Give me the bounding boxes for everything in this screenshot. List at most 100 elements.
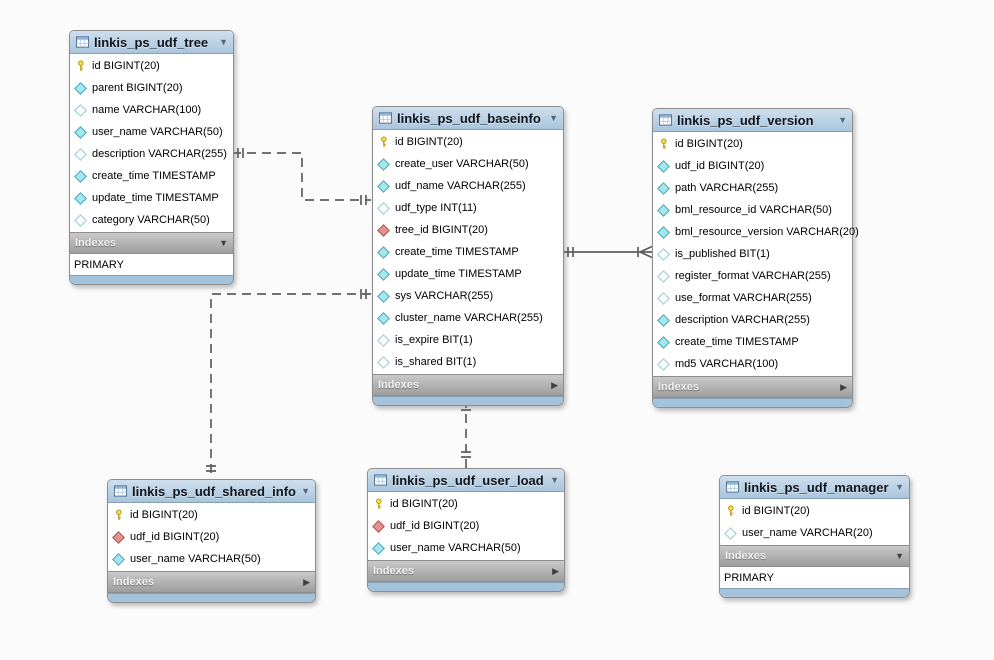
column-row[interactable]: description VARCHAR(255) xyxy=(653,309,852,331)
primary-key-icon xyxy=(74,60,87,73)
column-row[interactable]: update_time TIMESTAMP xyxy=(70,187,233,209)
column-row[interactable]: sys VARCHAR(255) xyxy=(373,285,563,307)
column-row[interactable]: udf_name VARCHAR(255) xyxy=(373,175,563,197)
column-text: sys VARCHAR(255) xyxy=(395,290,494,302)
column-row[interactable]: path VARCHAR(255) xyxy=(653,177,852,199)
indexes-bar[interactable]: Indexes ▼ xyxy=(720,545,909,567)
column-row[interactable]: description VARCHAR(255) xyxy=(70,143,233,165)
table-linkis_ps_udf_tree[interactable]: linkis_ps_udf_tree ▼ id BIGINT(20) paren… xyxy=(69,30,234,285)
column-row[interactable]: user_name VARCHAR(20) xyxy=(720,522,909,544)
indexes-bar[interactable]: Indexes ▼ xyxy=(70,232,233,254)
column-text: bml_resource_id VARCHAR(50) xyxy=(675,204,832,216)
nullable-diamond-icon xyxy=(657,269,670,283)
column-text: user_name VARCHAR(50) xyxy=(130,553,261,565)
collapse-triangle-icon[interactable]: ▼ xyxy=(549,112,558,123)
column-row[interactable]: create_time TIMESTAMP xyxy=(70,165,233,187)
column-row[interactable]: id BIGINT(20) xyxy=(70,55,233,77)
column-row[interactable]: id BIGINT(20) xyxy=(720,500,909,522)
table-header[interactable]: linkis_ps_udf_manager ▼ xyxy=(720,476,909,499)
column-row[interactable]: udf_id BIGINT(20) xyxy=(653,155,852,177)
column-row[interactable]: udf_type INT(11) xyxy=(373,197,563,219)
nullable-diamond-icon xyxy=(74,213,87,227)
index-item-primary[interactable]: PRIMARY xyxy=(720,567,909,588)
relationship-baseinfo-userload[interactable] xyxy=(461,399,471,468)
collapse-triangle-icon[interactable]: ▼ xyxy=(301,485,310,496)
column-text: update_time TIMESTAMP xyxy=(395,268,522,280)
table-header[interactable]: linkis_ps_udf_tree ▼ xyxy=(70,31,233,54)
column-row[interactable]: cluster_name VARCHAR(255) xyxy=(373,307,563,329)
index-item-primary[interactable]: PRIMARY xyxy=(70,254,233,275)
indexes-bar[interactable]: Indexes ▶ xyxy=(368,560,564,582)
table-icon xyxy=(76,36,89,49)
table-linkis_ps_udf_manager[interactable]: linkis_ps_udf_manager ▼ id BIGINT(20) us… xyxy=(719,475,910,598)
not-null-diamond-icon xyxy=(657,159,670,173)
column-row[interactable]: create_user VARCHAR(50) xyxy=(373,153,563,175)
column-text: id BIGINT(20) xyxy=(390,498,458,510)
table-linkis_ps_udf_baseinfo[interactable]: linkis_ps_udf_baseinfo ▼ id BIGINT(20) c… xyxy=(372,106,564,406)
column-row[interactable]: udf_id BIGINT(20) xyxy=(368,515,564,537)
column-row[interactable]: udf_id BIGINT(20) xyxy=(108,526,315,548)
nullable-diamond-icon xyxy=(657,357,670,371)
column-row[interactable]: user_name VARCHAR(50) xyxy=(70,121,233,143)
table-header[interactable]: linkis_ps_udf_shared_info ▼ xyxy=(108,480,315,503)
not-null-diamond-icon xyxy=(657,181,670,195)
column-row[interactable]: is_shared BIT(1) xyxy=(373,351,563,373)
table-linkis_ps_udf_shared_info[interactable]: linkis_ps_udf_shared_info ▼ id BIGINT(20… xyxy=(107,479,316,603)
column-row[interactable]: bml_resource_version VARCHAR(20) xyxy=(653,221,859,243)
not-null-diamond-icon xyxy=(377,311,390,325)
column-row[interactable]: create_time TIMESTAMP xyxy=(373,241,563,263)
column-text: register_format VARCHAR(255) xyxy=(675,270,831,282)
not-null-diamond-icon xyxy=(74,81,87,95)
column-row[interactable]: use_format VARCHAR(255) xyxy=(653,287,852,309)
column-row[interactable]: parent BIGINT(20) xyxy=(70,77,233,99)
column-row[interactable]: is_published BIT(1) xyxy=(653,243,852,265)
table-header[interactable]: linkis_ps_udf_baseinfo ▼ xyxy=(373,107,563,130)
column-row[interactable]: id BIGINT(20) xyxy=(108,504,315,526)
column-row[interactable]: create_time TIMESTAMP xyxy=(653,331,852,353)
column-row[interactable]: id BIGINT(20) xyxy=(653,133,852,155)
indexes-bar[interactable]: Indexes ▶ xyxy=(108,571,315,593)
indexes-expand-icon[interactable]: ▶ xyxy=(551,379,558,390)
column-row[interactable]: is_expire BIT(1) xyxy=(373,329,563,351)
column-row[interactable]: id BIGINT(20) xyxy=(373,131,563,153)
indexes-collapse-icon[interactable]: ▼ xyxy=(895,550,904,561)
relationship-tree-baseinfo[interactable] xyxy=(232,148,371,205)
collapse-triangle-icon[interactable]: ▼ xyxy=(550,474,559,485)
column-text: use_format VARCHAR(255) xyxy=(675,292,812,304)
column-row[interactable]: name VARCHAR(100) xyxy=(70,99,233,121)
collapse-triangle-icon[interactable]: ▼ xyxy=(838,114,847,125)
table-linkis_ps_udf_version[interactable]: linkis_ps_udf_version ▼ id BIGINT(20) ud… xyxy=(652,108,859,408)
column-text: id BIGINT(20) xyxy=(130,509,198,521)
column-row[interactable]: id BIGINT(20) xyxy=(368,493,564,515)
column-row[interactable]: user_name VARCHAR(50) xyxy=(368,537,564,559)
column-row[interactable]: update_time TIMESTAMP xyxy=(373,263,563,285)
column-row[interactable]: register_format VARCHAR(255) xyxy=(653,265,852,287)
primary-key-icon xyxy=(724,505,737,518)
column-text: udf_id BIGINT(20) xyxy=(130,531,220,543)
indexes-collapse-icon[interactable]: ▼ xyxy=(219,237,228,248)
table-header[interactable]: linkis_ps_udf_version ▼ xyxy=(653,109,852,132)
column-row[interactable]: md5 VARCHAR(100) xyxy=(653,353,852,375)
column-text: user_name VARCHAR(50) xyxy=(390,542,521,554)
column-text: udf_name VARCHAR(255) xyxy=(395,180,526,192)
indexes-expand-icon[interactable]: ▶ xyxy=(840,381,847,392)
table-title: linkis_ps_udf_user_load xyxy=(392,472,544,488)
collapse-triangle-icon[interactable]: ▼ xyxy=(219,36,228,47)
indexes-bar[interactable]: Indexes ▶ xyxy=(373,374,563,396)
column-row[interactable]: bml_resource_id VARCHAR(50) xyxy=(653,199,852,221)
nullable-diamond-icon xyxy=(74,103,87,117)
column-row[interactable]: user_name VARCHAR(50) xyxy=(108,548,315,570)
collapse-triangle-icon[interactable]: ▼ xyxy=(895,481,904,492)
column-row[interactable]: category VARCHAR(50) xyxy=(70,209,233,231)
relationship-baseinfo-version[interactable] xyxy=(562,245,653,259)
relationship-baseinfo-sharedinfo[interactable] xyxy=(206,289,371,479)
column-text: udf_id BIGINT(20) xyxy=(390,520,480,532)
column-text: create_time TIMESTAMP xyxy=(395,246,519,258)
table-linkis_ps_udf_user_load[interactable]: linkis_ps_udf_user_load ▼ id BIGINT(20) … xyxy=(367,468,565,592)
indexes-expand-icon[interactable]: ▶ xyxy=(552,565,559,576)
indexes-expand-icon[interactable]: ▶ xyxy=(303,576,310,587)
column-row[interactable]: tree_id BIGINT(20) xyxy=(373,219,563,241)
indexes-bar[interactable]: Indexes ▶ xyxy=(653,376,852,398)
table-header[interactable]: linkis_ps_udf_user_load ▼ xyxy=(368,469,564,492)
